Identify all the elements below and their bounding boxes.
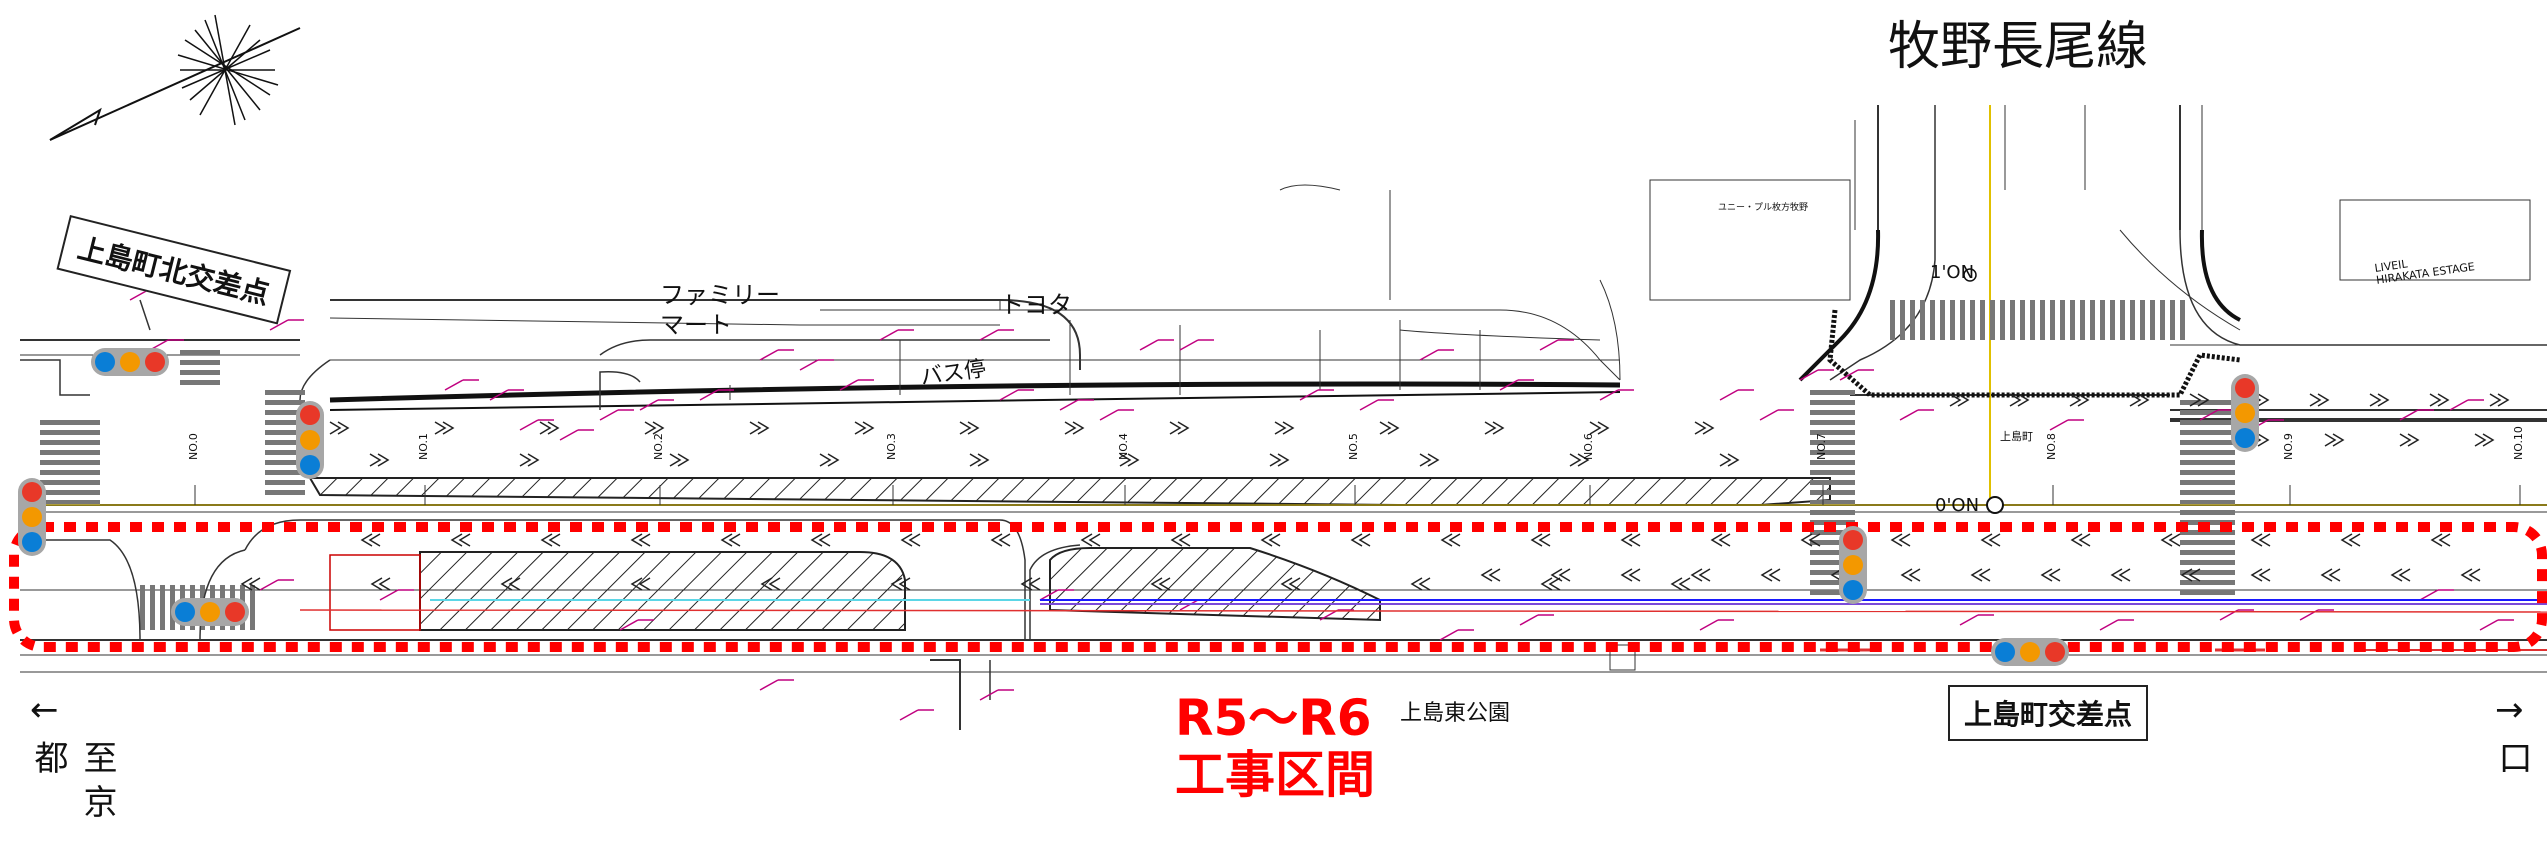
annotation-mark (1299, 389, 1319, 401)
on-marker-mid: 0'ON (1935, 495, 1980, 516)
annotation-mark (1059, 399, 1079, 411)
station-markers (194, 485, 2521, 505)
station-label: NO.6 (1582, 433, 1595, 460)
landmark-kotobuki: 上島町 (2000, 430, 2033, 443)
annotation-mark (379, 589, 399, 601)
construction-label: 工事区間 (1175, 746, 1375, 804)
station-label: NO.8 (2045, 433, 2058, 460)
annotation-mark (2479, 619, 2499, 631)
annotation-mark (1439, 629, 1459, 641)
annotation-mark (2049, 419, 2069, 431)
lane-markings (240, 393, 2510, 591)
station-label: NO.4 (1117, 433, 1130, 460)
annotation-mark (699, 389, 719, 401)
north-arrow-icon (49, 14, 301, 141)
station-label: NO.1 (417, 433, 430, 460)
annotation-mark (2099, 619, 2119, 631)
landmark-park: 上島東公園 (1400, 701, 1511, 726)
annotation-mark (619, 619, 639, 631)
intersection-label-main: 上島町交差点 (1948, 685, 2149, 741)
island-2 (1049, 547, 1381, 622)
station-label: NO.0 (187, 433, 200, 460)
annotation-mark (639, 399, 659, 411)
annotation-mark (1759, 409, 1779, 421)
annotation-mark (2449, 399, 2469, 411)
direction-left-label: 至京都 (28, 740, 117, 828)
traffic-signal-icon (1839, 526, 1867, 604)
utility-line-red (299, 609, 2547, 613)
annotation-mark (1719, 389, 1739, 401)
annotation-mark (444, 379, 464, 391)
station-label: NO.7 (1815, 433, 1828, 460)
direction-left-arrow: ← (30, 690, 59, 730)
landmark-family-mart: ファミリー マート (660, 281, 780, 339)
station-label: NO.5 (1347, 433, 1360, 460)
annotation-mark (1099, 409, 1119, 421)
annotation-mark (2199, 409, 2219, 421)
annotation-mark (799, 359, 819, 371)
construction-period: R5～R6 (1175, 689, 1372, 747)
annotation-mark (759, 349, 779, 361)
annotation-mark (1899, 409, 1919, 421)
traffic-signal-icon (1991, 638, 2069, 666)
direction-right-label: 至守口 (2492, 740, 2547, 828)
annotation-mark (259, 579, 279, 591)
annotation-mark (1039, 589, 1059, 601)
annotation-mark (489, 389, 509, 401)
annotation-mark (1519, 614, 1539, 626)
annotation-mark (599, 409, 619, 421)
traffic-signal-icon (171, 598, 249, 626)
traffic-signal-icon (18, 478, 46, 556)
annotation-mark (1799, 369, 1819, 381)
annotation-mark (1139, 339, 1159, 351)
annotation-mark (269, 319, 289, 331)
annotation-mark (2419, 589, 2439, 601)
on-marker-top: 1'ON (1930, 262, 1975, 283)
annotation-mark (999, 389, 1019, 401)
annotation-mark (519, 419, 539, 431)
traffic-signals (18, 348, 2259, 666)
annotation-mark (1599, 389, 1619, 401)
annotation-mark (899, 709, 919, 721)
road-title: 牧野長尾線 (1888, 17, 2149, 77)
landmark-unipur: ユニー・プル枚方牧野 (1718, 203, 1809, 213)
annotation-mark (1959, 614, 1979, 626)
construction-section-outline (9, 522, 2547, 652)
annotation-mark (879, 329, 899, 341)
annotation-mark (1539, 339, 1559, 351)
annotation-mark (979, 329, 999, 341)
annotation-mark (1839, 369, 1859, 381)
annotation-mark (2399, 409, 2419, 421)
annotation-mark (1499, 379, 1519, 391)
landmark-toyota: トヨタ (1000, 291, 1072, 319)
station-label: NO.10 (2512, 426, 2525, 460)
annotation-mark (1699, 619, 1719, 631)
median-hatched (308, 477, 1831, 506)
station-label: NO.3 (885, 433, 898, 460)
traffic-signal-icon (2231, 374, 2259, 452)
crosswalks (40, 300, 2235, 630)
annotation-mark (1179, 339, 1199, 351)
station-label: NO.9 (2282, 433, 2295, 460)
traffic-signal-icon (296, 401, 324, 479)
annotation-mark (839, 379, 859, 391)
direction-right-arrow: → (2495, 690, 2524, 730)
annotation-mark (979, 689, 999, 701)
island-1 (419, 551, 906, 631)
station-label: NO.2 (652, 433, 665, 460)
annotation-mark (1419, 349, 1439, 361)
annotation-mark (1359, 399, 1379, 411)
annotation-mark (559, 429, 579, 441)
traffic-signal-icon (91, 348, 169, 376)
annotation-mark (759, 679, 779, 691)
